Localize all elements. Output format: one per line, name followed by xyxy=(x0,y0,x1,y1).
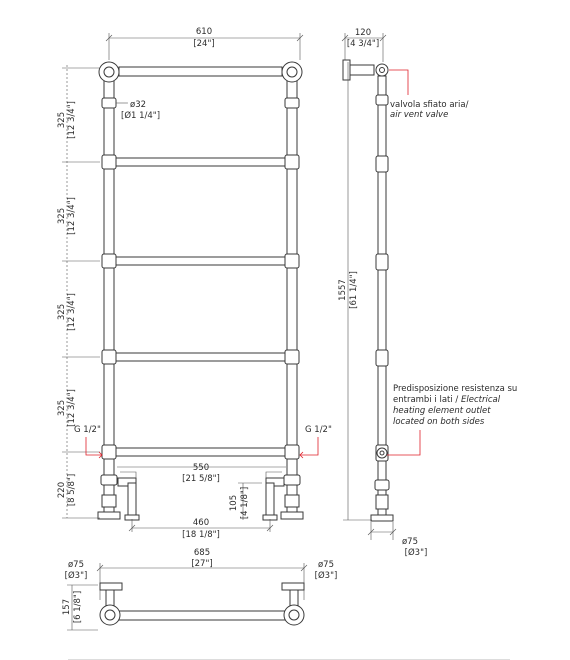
tube-diameter-mm: ø32 xyxy=(130,100,146,110)
base-height-mm: 220 xyxy=(57,482,67,498)
width-mm: 610 xyxy=(196,27,212,37)
connection-right-label: G 1/2" xyxy=(305,425,332,435)
top-foot-right-mm: ø75 xyxy=(318,560,334,570)
depth-mm: 120 xyxy=(355,28,371,38)
spacing-2-mm: 325 xyxy=(57,208,67,224)
valves xyxy=(117,471,285,521)
center-width-dimension: 550 [21 5/8"] xyxy=(117,463,286,484)
connection-left: G 1/2" xyxy=(74,425,103,459)
valve-height-dimension: 105 [4 1/8"] xyxy=(229,482,262,520)
height-in: [61 1/4"] xyxy=(349,271,359,309)
pipe-center-dimension: 460 [18 1/8"] xyxy=(128,518,274,540)
top-width-mm: 685 xyxy=(194,548,210,558)
left-post xyxy=(97,61,121,520)
air-vent-label-en: air vent valve xyxy=(390,110,448,120)
spacing-dimensions: 325 [12 3/4"] 325 [12 3/4"] 325 [12 3/4"… xyxy=(57,65,100,519)
svg-text:entrambi i lati / Electrical: entrambi i lati / Electrical xyxy=(393,395,501,405)
heating-label-it-2: entrambi i lati / xyxy=(393,395,461,405)
heating-label-en-3: located on both sides xyxy=(393,417,485,427)
air-vent-callout: valvola sfiato aria/ air vent valve xyxy=(389,69,469,120)
spacing-2-in: [12 3/4"] xyxy=(67,197,77,235)
top-width-in: [27"] xyxy=(191,559,212,569)
top-foot-left-in: [Ø3"] xyxy=(65,570,88,581)
pipe-center-in: [18 1/8"] xyxy=(182,530,220,540)
heating-label-en-2: heating element outlet xyxy=(393,406,491,416)
spacing-4-in: [12 3/4"] xyxy=(67,389,77,427)
connection-right: G 1/2" xyxy=(299,425,332,459)
rails xyxy=(115,66,286,457)
top-view: 685 [27"] ø75 [Ø3"] ø75 [Ø3"] 157 [6 1/8… xyxy=(62,548,338,631)
tube-diameter-in: [Ø1 1/4"] xyxy=(121,110,160,121)
pipe-center-mm: 460 xyxy=(193,518,209,528)
front-view: 610 [24"] xyxy=(57,27,332,540)
side-view: 120 [4 3/4"] 1557 [61 1/4"] ø75 [Ø3"] xyxy=(338,28,517,558)
air-vent-label-it: valvola sfiato aria/ xyxy=(390,100,469,110)
valve-height-mm: 105 xyxy=(229,495,239,511)
foot-dia-mm: ø75 xyxy=(402,537,418,547)
heating-label-it-1: Predisposizione resistenza su xyxy=(393,384,517,394)
base-height-in: [8 5/8"] xyxy=(67,474,77,506)
connection-left-label: G 1/2" xyxy=(74,425,101,435)
top-foot-right-in: [Ø3"] xyxy=(315,570,338,581)
height-mm: 1557 xyxy=(338,279,348,301)
spacing-3-mm: 325 xyxy=(57,304,67,320)
foot-dia-in: [Ø3"] xyxy=(405,547,428,558)
width-in: [24"] xyxy=(193,39,214,49)
center-width-mm: 550 xyxy=(193,463,209,473)
depth-in: [4 3/4"] xyxy=(347,39,379,49)
spacing-4-mm: 325 xyxy=(57,400,67,416)
spacing-1-mm: 325 xyxy=(57,112,67,128)
spacing-3-in: [12 3/4"] xyxy=(67,293,77,331)
top-foot-left-mm: ø75 xyxy=(68,560,84,570)
heating-element-callout: Predisposizione resistenza su entrambi i… xyxy=(387,384,517,456)
spacing-1-in: [12 3/4"] xyxy=(67,101,77,139)
top-depth-mm: 157 xyxy=(62,599,72,615)
width-dimension: 610 [24"] xyxy=(105,27,304,60)
center-width-in: [21 5/8"] xyxy=(182,474,220,484)
top-depth-in: [6 1/8"] xyxy=(73,591,83,623)
valve-height-in: [4 1/8"] xyxy=(240,487,250,519)
heating-label-en-1: Electrical xyxy=(461,395,501,405)
